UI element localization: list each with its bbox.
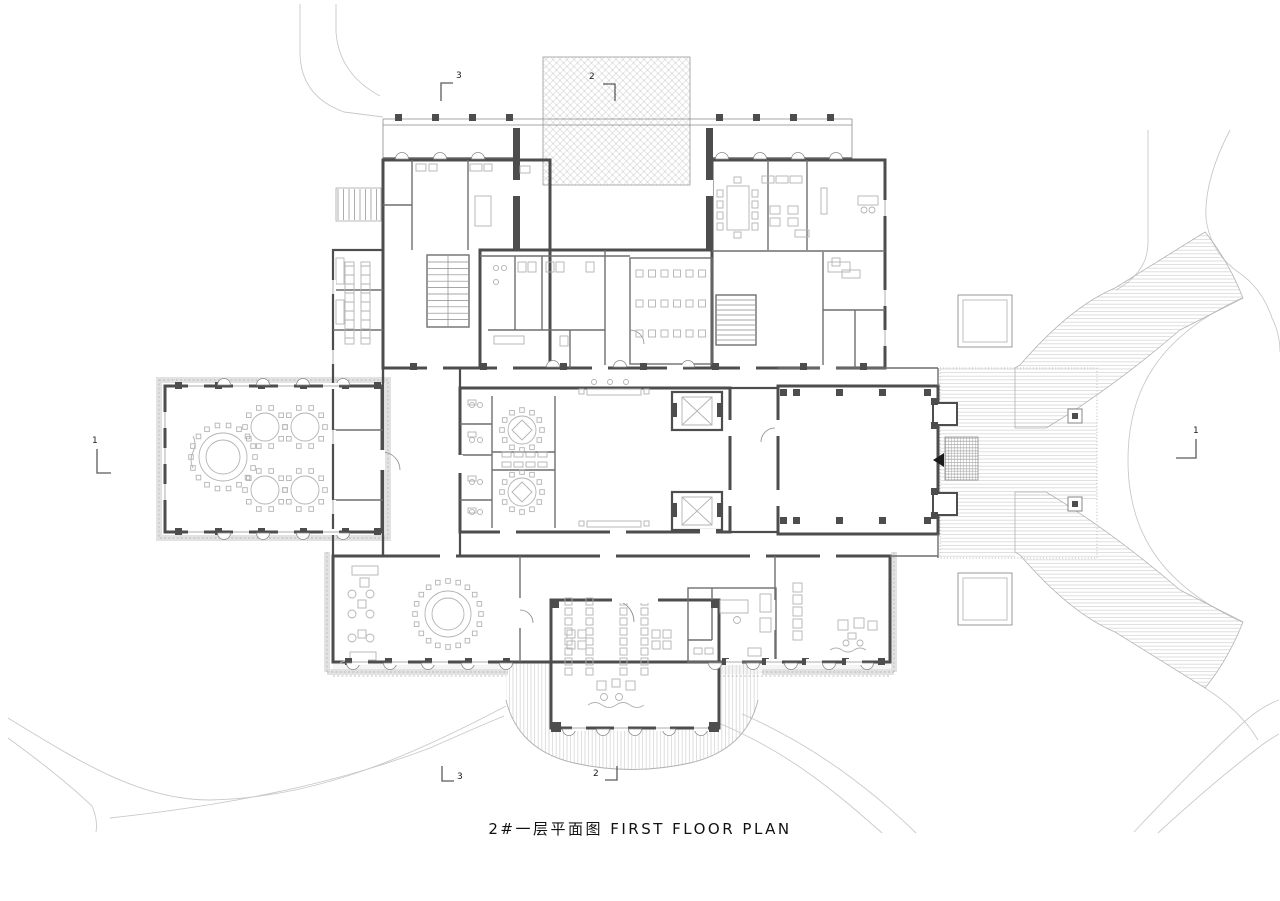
section-marker-top-right: 2 <box>589 72 595 82</box>
east-vestibule-south <box>932 492 958 516</box>
section-marker-top-left: 3 <box>456 71 462 81</box>
section-marker-glyphs <box>96 82 1197 782</box>
section-marker-left: 1 <box>92 436 98 446</box>
entrance-arrow-icon <box>933 453 944 467</box>
plaza-column-south <box>1067 496 1083 512</box>
furniture-layer <box>162 114 931 736</box>
building-footprint <box>165 115 940 728</box>
elevator-bank <box>670 390 724 532</box>
site-paths <box>7 4 1280 834</box>
courtyard-hatch <box>542 56 691 186</box>
section-marker-right: 1 <box>1193 426 1199 436</box>
entrance-mat <box>944 436 979 481</box>
square-planter-south <box>957 572 1013 626</box>
drive-band-north <box>1014 231 1244 429</box>
east-vestibule-north <box>932 402 958 426</box>
walls <box>163 118 958 730</box>
decorative-wall-bands <box>156 377 897 677</box>
drawing-title: 2#一层平面图 FIRST FLOOR PLAN <box>488 820 792 838</box>
section-marker-bottom-right: 2 <box>593 769 599 779</box>
fan-terrace-hatch <box>506 662 758 770</box>
east-plaza-hatch <box>940 368 1097 558</box>
plaza-column-north <box>1067 408 1083 424</box>
drive-band-south <box>1014 491 1244 689</box>
square-planter-north <box>957 294 1013 348</box>
section-marker-bottom-left: 3 <box>457 772 463 782</box>
